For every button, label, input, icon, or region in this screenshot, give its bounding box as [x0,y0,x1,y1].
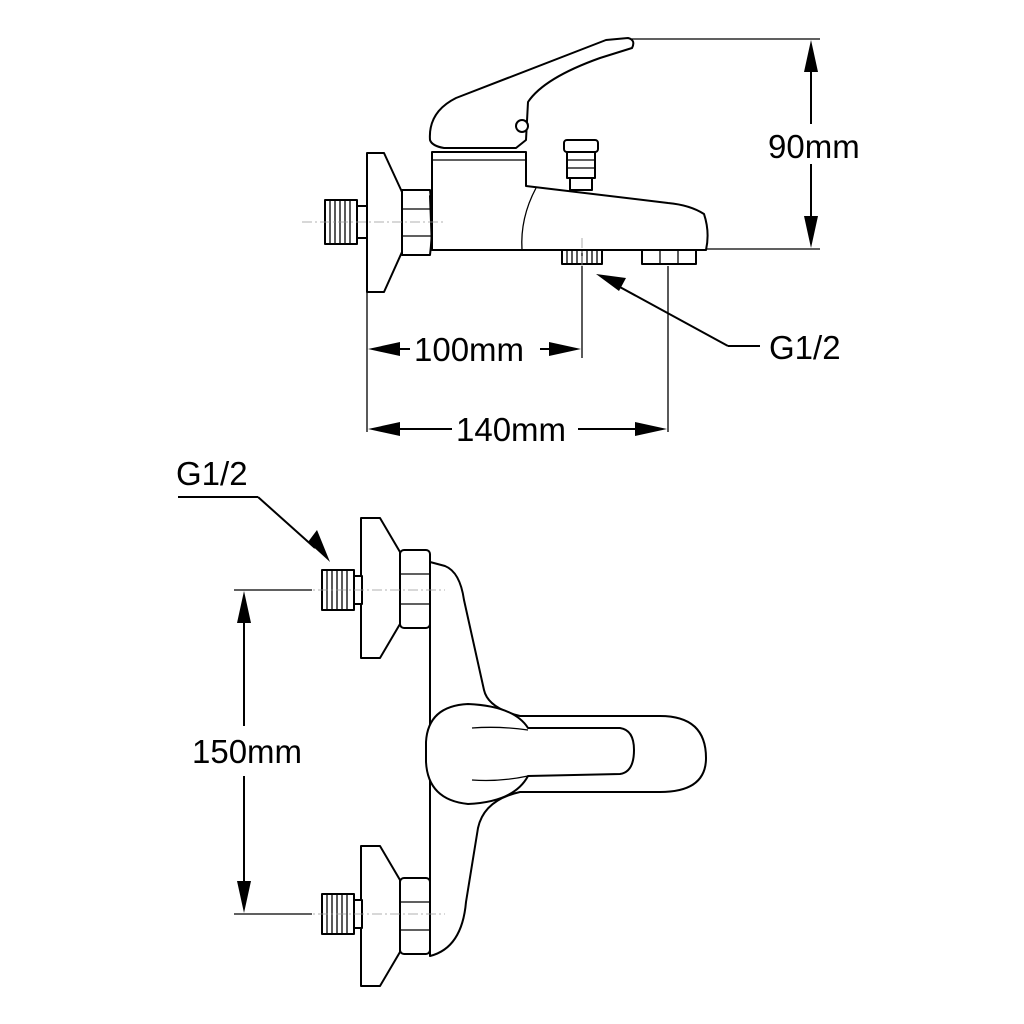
dim-100mm [366,266,583,432]
label-140mm: 140mm [456,411,566,448]
plan-lever-handle [425,703,635,805]
dim-140mm [368,266,669,436]
leader-g12-top [596,274,760,347]
label-g12-bottom: G1/2 [176,455,248,492]
side-body-spout [431,151,709,251]
plan-upper-connector [321,517,431,659]
side-lever-handle [428,37,635,149]
label-g12-top: G1/2 [769,329,841,366]
plan-view [300,517,707,987]
side-wall-flange [366,152,403,293]
leader-g12-bottom [178,496,330,562]
label-90mm: 90mm [768,128,860,165]
plan-lower-connector [321,845,431,987]
side-hex-nut [401,189,433,256]
dim-90mm [630,38,865,250]
label-100mm: 100mm [414,331,524,368]
side-aerator [641,249,697,265]
side-diverter-knob [563,139,599,191]
dim-150mm [234,589,312,915]
label-150mm: 150mm [192,733,302,770]
side-view [302,37,709,293]
